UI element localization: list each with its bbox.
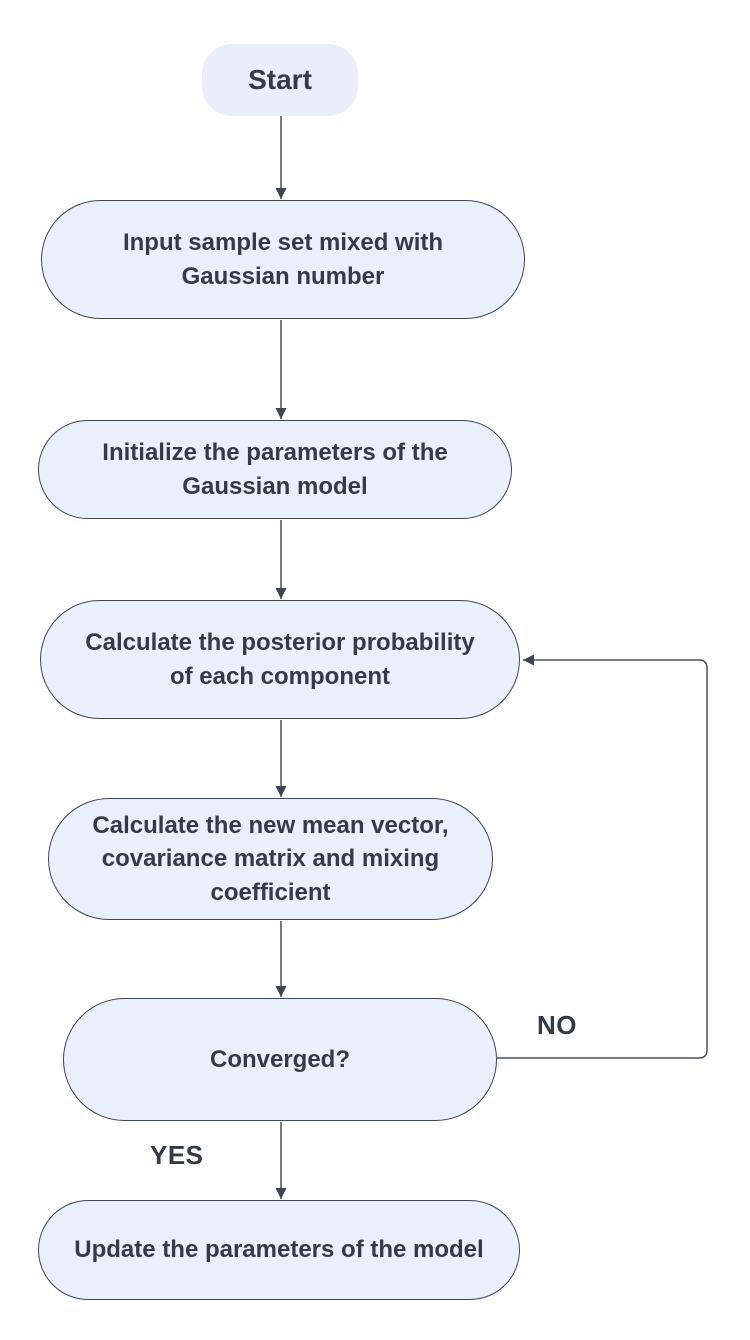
node-start: Start: [202, 44, 358, 116]
node-start-label: Start: [248, 63, 312, 95]
node-input-sample-set-label: Input sample set mixed with Gaussian num…: [122, 229, 444, 290]
node-update-model-label: Update the parameters of the model: [74, 1236, 484, 1264]
edge-converged-no-loop: [497, 654, 708, 1059]
node-calculate-posterior: Calculate the posterior probability of e…: [40, 600, 520, 719]
edge-label-yes: YES: [150, 1140, 204, 1170]
node-converged-decision: Converged?: [63, 998, 497, 1121]
node-update-model: Update the parameters of the model: [38, 1200, 520, 1300]
node-calculate-new-parameters-label: Calculate the new mean vector, covarianc…: [92, 812, 449, 906]
node-initialize-parameters: Initialize the parameters of the Gaussia…: [38, 420, 512, 519]
node-converged-decision-label: Converged?: [209, 1045, 350, 1073]
node-initialize-parameters-label: Initialize the parameters of the Gaussia…: [102, 439, 448, 500]
node-calculate-new-parameters: Calculate the new mean vector, covarianc…: [48, 798, 493, 920]
node-calculate-posterior-label: Calculate the posterior probability of e…: [85, 629, 475, 690]
edge-label-no: NO: [537, 1010, 577, 1040]
node-input-sample-set: Input sample set mixed with Gaussian num…: [41, 200, 525, 319]
